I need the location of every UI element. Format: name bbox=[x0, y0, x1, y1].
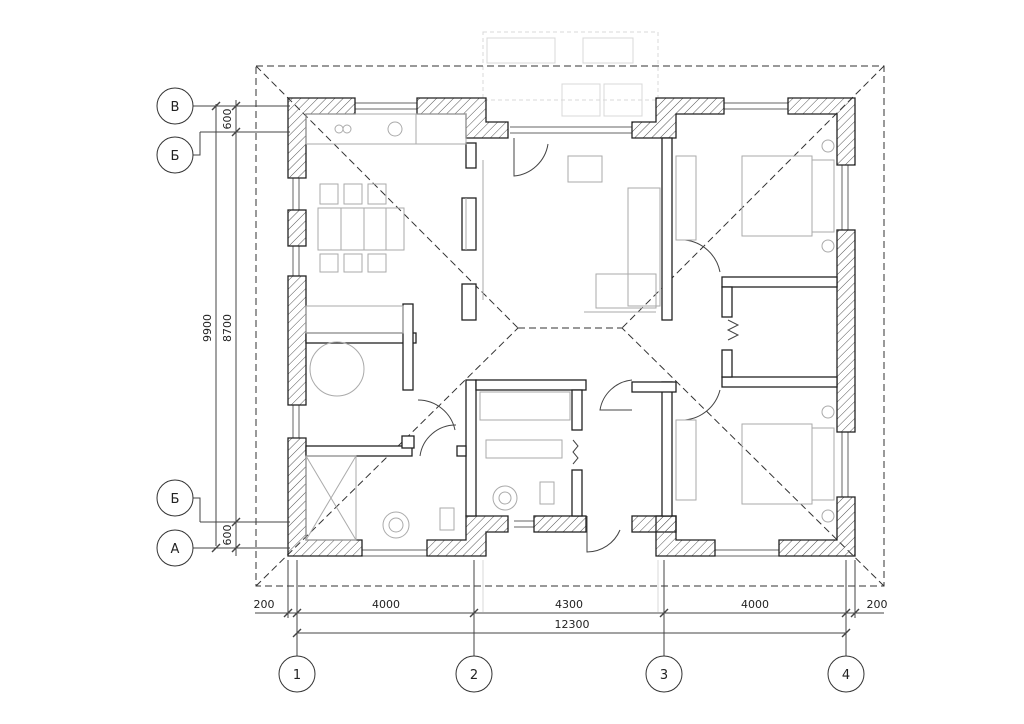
row-axis-label: Б bbox=[171, 492, 180, 507]
interior-walls bbox=[305, 137, 838, 517]
row-axis-markers bbox=[156, 87, 194, 567]
column-axis-label: 2 bbox=[470, 668, 478, 683]
dim-right-offset: 200 bbox=[867, 598, 888, 611]
dim-bay-2-3: 4300 bbox=[555, 598, 583, 611]
dim-inner-height: 8700 bbox=[221, 314, 234, 342]
column-axis-label: 4 bbox=[842, 668, 850, 683]
row-axis-label: В bbox=[171, 100, 180, 115]
axis-leaders bbox=[193, 105, 201, 549]
row-axis-label: А bbox=[171, 542, 180, 557]
dim-overall-height: 9900 bbox=[201, 314, 214, 342]
dim-bay-3-4: 4000 bbox=[741, 598, 769, 611]
dim-overall-width: 12300 bbox=[555, 618, 590, 631]
windows bbox=[292, 102, 849, 557]
doors bbox=[417, 138, 740, 553]
dim-left-offset: 200 bbox=[254, 598, 275, 611]
furniture bbox=[305, 113, 835, 541]
dim-top-offset: 600 bbox=[221, 109, 234, 130]
row-axis-label: Б bbox=[171, 149, 180, 164]
column-axis-label: 1 bbox=[293, 668, 301, 683]
column-axis-markers bbox=[278, 655, 865, 693]
column-axis-label: 3 bbox=[660, 668, 668, 683]
dim-bay-1-2: 4000 bbox=[372, 598, 400, 611]
dimension-lines bbox=[200, 100, 884, 660]
dim-bottom-offset: 600 bbox=[221, 525, 234, 546]
exterior-walls bbox=[287, 97, 856, 557]
